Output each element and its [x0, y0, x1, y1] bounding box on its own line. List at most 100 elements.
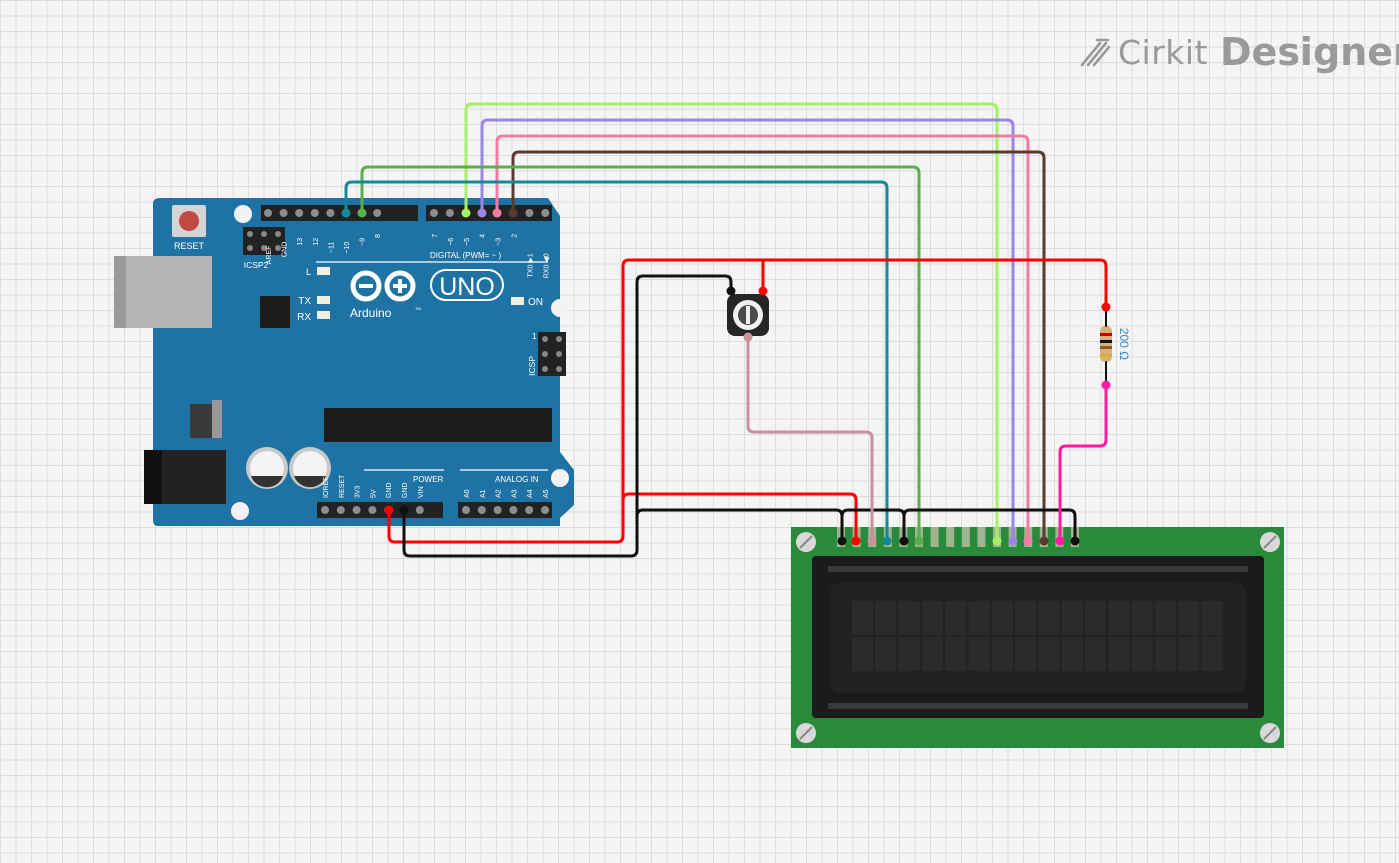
wire-endpoint[interactable]	[851, 536, 861, 546]
brand-word-designer: Designer	[1220, 30, 1399, 74]
wire[interactable]	[511, 150, 1046, 543]
wire[interactable]	[902, 508, 1077, 543]
header-pin[interactable]	[310, 209, 319, 217]
header-pin[interactable]	[415, 506, 424, 514]
header-pin[interactable]	[525, 209, 534, 217]
pin-label: 12	[313, 238, 320, 246]
header-pin[interactable]	[373, 209, 382, 217]
lcd-pin[interactable]	[946, 527, 955, 547]
lcd-char-cell	[1154, 601, 1176, 635]
wire-endpoint[interactable]	[1070, 536, 1080, 546]
lcd-char-cell	[852, 601, 873, 635]
header-pin[interactable]	[445, 209, 454, 217]
header-pin[interactable]	[295, 209, 304, 217]
reset-label: RESET	[174, 241, 205, 251]
pin-label: 4	[480, 234, 487, 238]
header-pin[interactable]	[264, 209, 272, 217]
wire-endpoint[interactable]	[1101, 302, 1111, 312]
wire-endpoint[interactable]	[508, 208, 518, 218]
wire-endpoint[interactable]	[867, 536, 877, 546]
wire[interactable]	[464, 102, 999, 543]
wire-endpoint[interactable]	[384, 505, 394, 515]
resistor-band	[1100, 333, 1112, 336]
wire[interactable]	[402, 274, 733, 558]
header-pin[interactable]	[525, 506, 534, 514]
header-pin[interactable]	[430, 209, 438, 217]
usb-chip	[260, 296, 290, 328]
header-pin[interactable]	[326, 209, 335, 217]
wire-endpoint[interactable]	[492, 208, 502, 218]
wire-endpoint[interactable]	[357, 208, 367, 218]
wire-endpoint[interactable]	[837, 536, 847, 546]
arduino-infinity-logo-icon	[350, 270, 416, 302]
wire-endpoint[interactable]	[743, 332, 753, 342]
lcd-pin[interactable]	[961, 527, 970, 547]
wire-endpoint[interactable]	[1023, 536, 1033, 546]
screw-slot	[799, 535, 813, 549]
header-pin[interactable]	[541, 209, 550, 217]
header-pin[interactable]	[336, 506, 345, 514]
lcd-char-cell	[945, 637, 967, 671]
pin-label: RESET	[339, 474, 346, 498]
lcd-char-cell	[1201, 601, 1223, 635]
pot-slot	[746, 306, 750, 324]
wire-endpoint[interactable]	[1008, 536, 1018, 546]
lcd-char-cell	[1061, 601, 1083, 635]
wire-endpoint[interactable]	[899, 536, 909, 546]
lcd-char-cell	[968, 601, 990, 635]
header-pin[interactable]	[368, 506, 377, 514]
lcd-char-cell	[1038, 637, 1060, 671]
wire[interactable]	[480, 118, 1015, 543]
wire-endpoint[interactable]	[1101, 380, 1111, 390]
header-pin[interactable]	[321, 506, 329, 514]
pin-label: ~9	[360, 238, 367, 246]
lcd-char-cell	[875, 637, 897, 671]
power-header	[317, 502, 443, 518]
header-pin[interactable]	[352, 506, 361, 514]
wire-endpoints	[341, 208, 1111, 546]
header-pin[interactable]	[541, 506, 549, 514]
digital-header-right	[426, 205, 552, 221]
pin-label: 2	[512, 234, 519, 238]
wire-endpoint[interactable]	[758, 286, 768, 296]
wire-endpoint[interactable]	[882, 536, 892, 546]
resistor-200-ohm[interactable]: 200 Ω	[1100, 326, 1131, 362]
reset-button-cap[interactable]	[179, 211, 199, 231]
cirkit-pencil-icon	[1080, 38, 1111, 67]
wire-endpoint[interactable]	[477, 208, 487, 218]
wire-endpoint[interactable]	[399, 505, 409, 515]
resistor-value-label: 200 Ω	[1117, 328, 1131, 360]
lcd-16x2-module[interactable]	[791, 527, 1284, 748]
wire-endpoint[interactable]	[341, 208, 351, 218]
wire[interactable]	[387, 258, 1108, 544]
wire[interactable]	[621, 492, 858, 543]
wire-endpoint[interactable]	[914, 536, 924, 546]
led-l	[317, 267, 330, 275]
icsp-header	[538, 332, 566, 376]
header-pin[interactable]	[477, 506, 486, 514]
wire[interactable]	[495, 134, 1030, 543]
trimmer-potentiometer[interactable]	[727, 294, 769, 336]
lcd-bezel-strip	[828, 566, 1248, 572]
header-pin[interactable]	[509, 506, 518, 514]
wire-endpoint[interactable]	[726, 286, 736, 296]
wire-endpoint[interactable]	[992, 536, 1002, 546]
pin-label: A3	[511, 489, 518, 498]
led-rx-label: RX	[297, 312, 311, 323]
wire-endpoint[interactable]	[1039, 536, 1049, 546]
wire[interactable]	[746, 335, 874, 543]
led-on	[511, 297, 524, 305]
lcd-pin[interactable]	[930, 527, 939, 547]
header-pin[interactable]	[279, 209, 288, 217]
header-pin[interactable]	[493, 506, 502, 514]
wire-endpoint[interactable]	[1055, 536, 1065, 546]
lcd-pin[interactable]	[977, 527, 986, 547]
header-pin[interactable]	[462, 506, 470, 514]
wire-endpoint[interactable]	[461, 208, 471, 218]
wire[interactable]	[344, 180, 889, 543]
pin-label: GND	[282, 242, 289, 258]
arduino-uno-board[interactable]: RESET ICSP2 L TX RX ON	[114, 198, 574, 526]
wire[interactable]	[360, 165, 921, 543]
lcd-char-cell	[875, 601, 897, 635]
wire[interactable]	[1058, 383, 1108, 543]
